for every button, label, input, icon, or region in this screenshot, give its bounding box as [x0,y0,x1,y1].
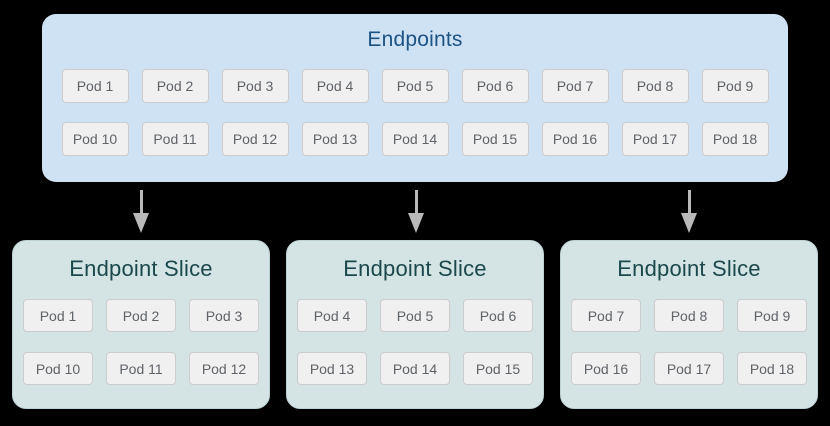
pod-chip: Pod 2 [141,69,209,103]
pod-chip: Pod 9 [701,69,769,103]
arrow-stem [139,190,143,213]
pod-chip: Pod 3 [189,299,259,332]
slice-2-pod-row-2: Pod 13 Pod 14 Pod 15 [287,352,543,385]
pod-chip: Pod 12 [221,122,289,156]
pod-chip: Pod 10 [23,352,93,385]
pod-chip: Pod 11 [141,122,209,156]
arrow-head [133,213,149,233]
pod-chip: Pod 2 [106,299,176,332]
slice-3-pod-row-2: Pod 16 Pod 17 Pod 18 [561,352,817,385]
slice-3-pod-row-1: Pod 7 Pod 8 Pod 9 [561,299,817,332]
endpoints-pod-row-2: Pod 10 Pod 11 Pod 12 Pod 13 Pod 14 Pod 15 Pod … [42,122,788,156]
pod-chip: Pod 13 [297,352,367,385]
pod-chip: Pod 16 [541,122,609,156]
pod-chip: Pod 1 [61,69,129,103]
pod-chip: Pod 12 [189,352,259,385]
pod-chip: Pod 18 [737,352,807,385]
pod-chip: Pod 6 [461,69,529,103]
pod-chip: Pod 5 [380,299,450,332]
pod-chip: Pod 10 [61,122,129,156]
pod-chip: Pod 8 [654,299,724,332]
pod-chip: Pod 4 [301,69,369,103]
pod-chip: Pod 17 [621,122,689,156]
arrow-head [681,213,697,233]
slice-1-pod-row-1: Pod 1 Pod 2 Pod 3 [13,299,269,332]
endpoints-title: Endpoints [367,28,463,51]
pod-chip: Pod 16 [571,352,641,385]
down-arrow-icon [133,190,149,233]
slice-1-pod-row-2: Pod 10 Pod 11 Pod 12 [13,352,269,385]
pod-chip: Pod 8 [621,69,689,103]
pod-chip: Pod 14 [381,122,449,156]
pod-chip: Pod 13 [301,122,369,156]
arrow-stem [687,190,691,213]
pod-chip: Pod 7 [571,299,641,332]
arrow-stem [414,190,418,213]
endpoint-slice-title: Endpoint Slice [69,256,213,281]
pod-chip: Pod 11 [106,352,176,385]
pod-chip: Pod 6 [463,299,533,332]
pod-chip: Pod 1 [23,299,93,332]
pod-chip: Pod 4 [297,299,367,332]
pod-chip: Pod 3 [221,69,289,103]
down-arrow-icon [408,190,424,233]
pod-chip: Pod 14 [380,352,450,385]
pod-chip: Pod 9 [737,299,807,332]
pod-chip: Pod 18 [701,122,769,156]
pod-chip: Pod 15 [463,352,533,385]
endpoints-pod-row-1: Pod 1 Pod 2 Pod 3 Pod 4 Pod 5 Pod 6 Pod 7 Pod 8… [42,69,788,103]
pod-chip: Pod 7 [541,69,609,103]
endpoint-slice-title: Endpoint Slice [343,256,487,281]
endpoints-box: Endpoints Pod 1 Pod 2 Pod 3 Pod 4 Pod 5 Pod 6… [42,14,788,182]
arrow-head [408,213,424,233]
pod-chip: Pod 5 [381,69,449,103]
down-arrow-icon [681,190,697,233]
endpoint-slice-title: Endpoint Slice [617,256,761,281]
pod-chip: Pod 15 [461,122,529,156]
pod-chip: Pod 17 [654,352,724,385]
slice-2-pod-row-1: Pod 4 Pod 5 Pod 6 [287,299,543,332]
